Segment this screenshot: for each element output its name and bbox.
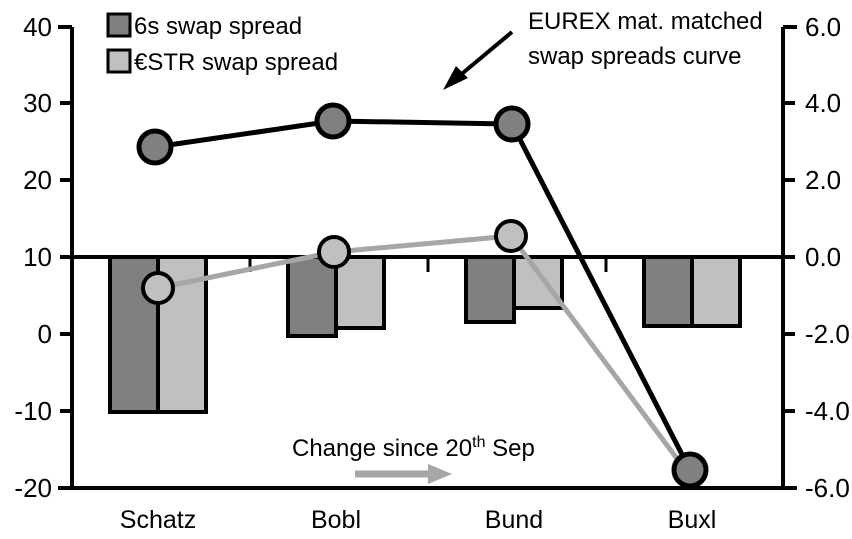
right-axis-tick-neg2: -2.0 [805,319,850,349]
left-axis-tick-0: 0 [38,319,52,349]
right-axis [781,25,797,490]
bar-estr-buxl [690,255,742,328]
left-axis-tick-30: 30 [23,88,52,118]
left-axis-tick-neg10: -10 [14,396,52,426]
change-arrow-icon [428,464,452,484]
category-label-schatz: Schatz [120,506,196,534]
left-axis-tick-10: 10 [23,242,52,272]
bar-6s-bobl [286,255,338,338]
legend-swatch-6s [106,12,132,38]
annotation-change-main: Change since 20 [292,435,472,462]
annotation-change-text: Change since 20th Sep [292,434,535,462]
marker-prior-bobl [317,235,351,269]
right-axis-tick-6: 6.0 [805,12,841,42]
bar-6s-buxl [642,255,694,328]
annotation-arrowhead-icon [443,66,468,90]
marker-eurex-bobl [314,102,352,140]
annotation-change-tail: Sep [485,435,534,462]
bar-6s-bund [464,255,516,324]
right-axis-tick-4: 4.0 [805,88,841,118]
left-axis-tick-neg20: -20 [14,473,52,503]
category-label-bund: Bund [485,506,543,534]
marker-eurex-bund [493,105,531,143]
marker-prior-bund [494,219,528,253]
legend-swatch-estr [106,48,132,74]
right-axis-tick-neg4: -4.0 [805,396,850,426]
legend-label-6s: 6s swap spread [134,13,302,40]
marker-eurex-buxl [671,451,709,489]
right-axis-tick-0: 0.0 [805,242,841,272]
category-label-buxl: Buxl [668,506,717,534]
right-axis-tick-2: 2.0 [805,165,841,195]
legend: 6s swap spread €STR swap spread [106,12,338,76]
annotation-eurex-line1: EUREX mat. matched [528,8,763,35]
left-axis-tick-20: 20 [23,165,52,195]
annotation-change-since: Change since 20th Sep [292,434,535,484]
annotation-change-superscript: th [472,434,485,451]
category-label-bobl: Bobl [311,506,361,534]
left-axis-tick-40: 40 [23,12,52,42]
line-series-prior [157,233,693,478]
annotation-eurex-line2: swap spreads curve [528,43,741,70]
right-axis-tick-neg6: -6.0 [805,473,850,503]
line-series-eurex [154,118,693,472]
bar-estr-bund [512,255,564,310]
annotation-eurex-curve: EUREX mat. matched swap spreads curve [443,8,763,90]
legend-label-estr: €STR swap spread [134,49,338,76]
bar-estr-bobl [334,255,386,330]
marker-eurex-schatz [136,128,174,166]
marker-prior-schatz [141,271,175,305]
left-axis [58,25,74,490]
